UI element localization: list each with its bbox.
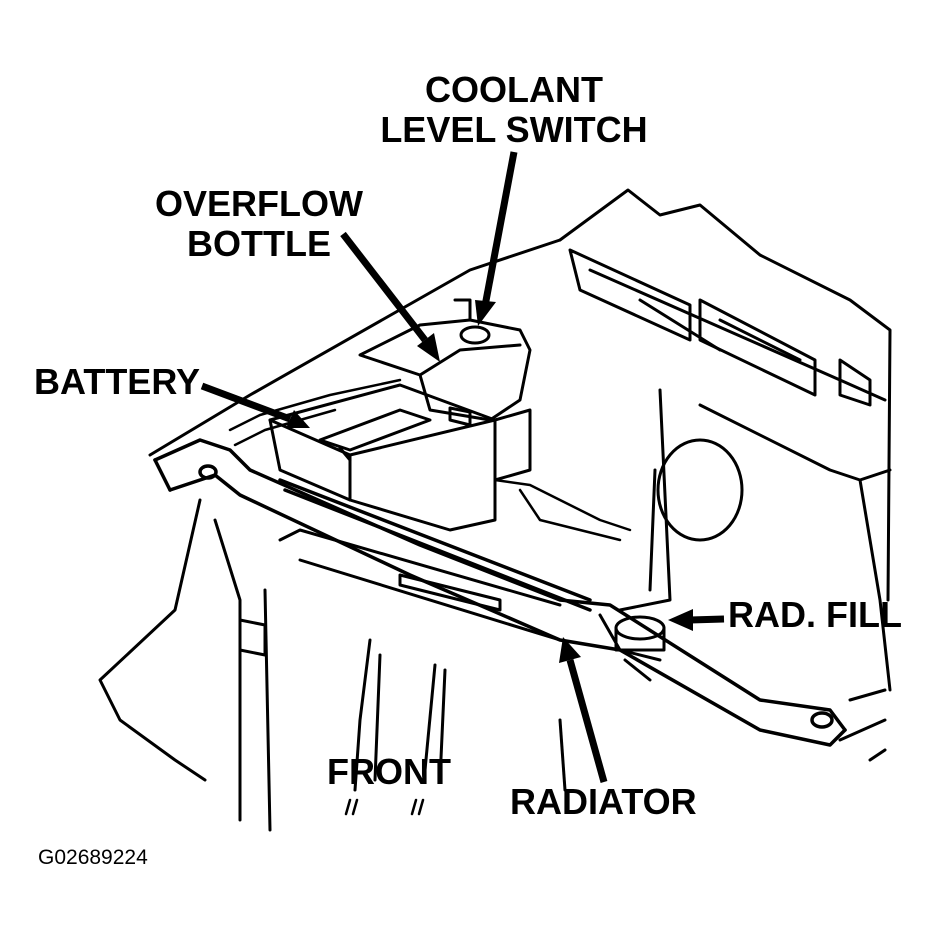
- arrowheads: [286, 300, 693, 663]
- battery-shape: [268, 383, 532, 532]
- radfill-arrowhead: [668, 609, 693, 631]
- label-battery: BATTERY: [34, 361, 200, 402]
- label-overflow-line2: BOTTLE: [187, 223, 331, 264]
- cowl-vents: [568, 248, 872, 407]
- radiator-arrow-shaft: [566, 659, 608, 783]
- radiator-shape: [278, 528, 662, 662]
- label-coolant-line2: LEVEL SWITCH: [380, 109, 648, 150]
- label-coolant-line1: COOLANT: [425, 69, 603, 110]
- strut-tower: [648, 438, 744, 592]
- figure-code: G02689224: [38, 846, 148, 869]
- radfill-arrow-shaft: [689, 615, 725, 624]
- overflow-arrow-shaft: [340, 231, 428, 343]
- radiator-arrowhead: [559, 637, 581, 663]
- overflow-bottle-shape: [358, 298, 532, 422]
- label-front: FRONT: [327, 751, 451, 792]
- rad-fill-cap: [614, 615, 666, 682]
- coolant-switch-arrow-shaft: [481, 151, 518, 307]
- overflow-arrowhead: [417, 333, 440, 362]
- label-overflow-line1: OVERFLOW: [155, 183, 363, 224]
- coolant-switch-arrowhead: [475, 300, 496, 326]
- battery-arrowhead: [286, 410, 310, 428]
- hoses: [228, 378, 632, 542]
- front-marks: [344, 798, 425, 816]
- lower-supports: [98, 498, 887, 832]
- battery-arrow-shaft: [200, 382, 292, 423]
- label-radiator: RADIATOR: [510, 781, 697, 822]
- label-rad-fill: RAD. FILL: [728, 594, 902, 635]
- callout-arrows: [200, 151, 725, 783]
